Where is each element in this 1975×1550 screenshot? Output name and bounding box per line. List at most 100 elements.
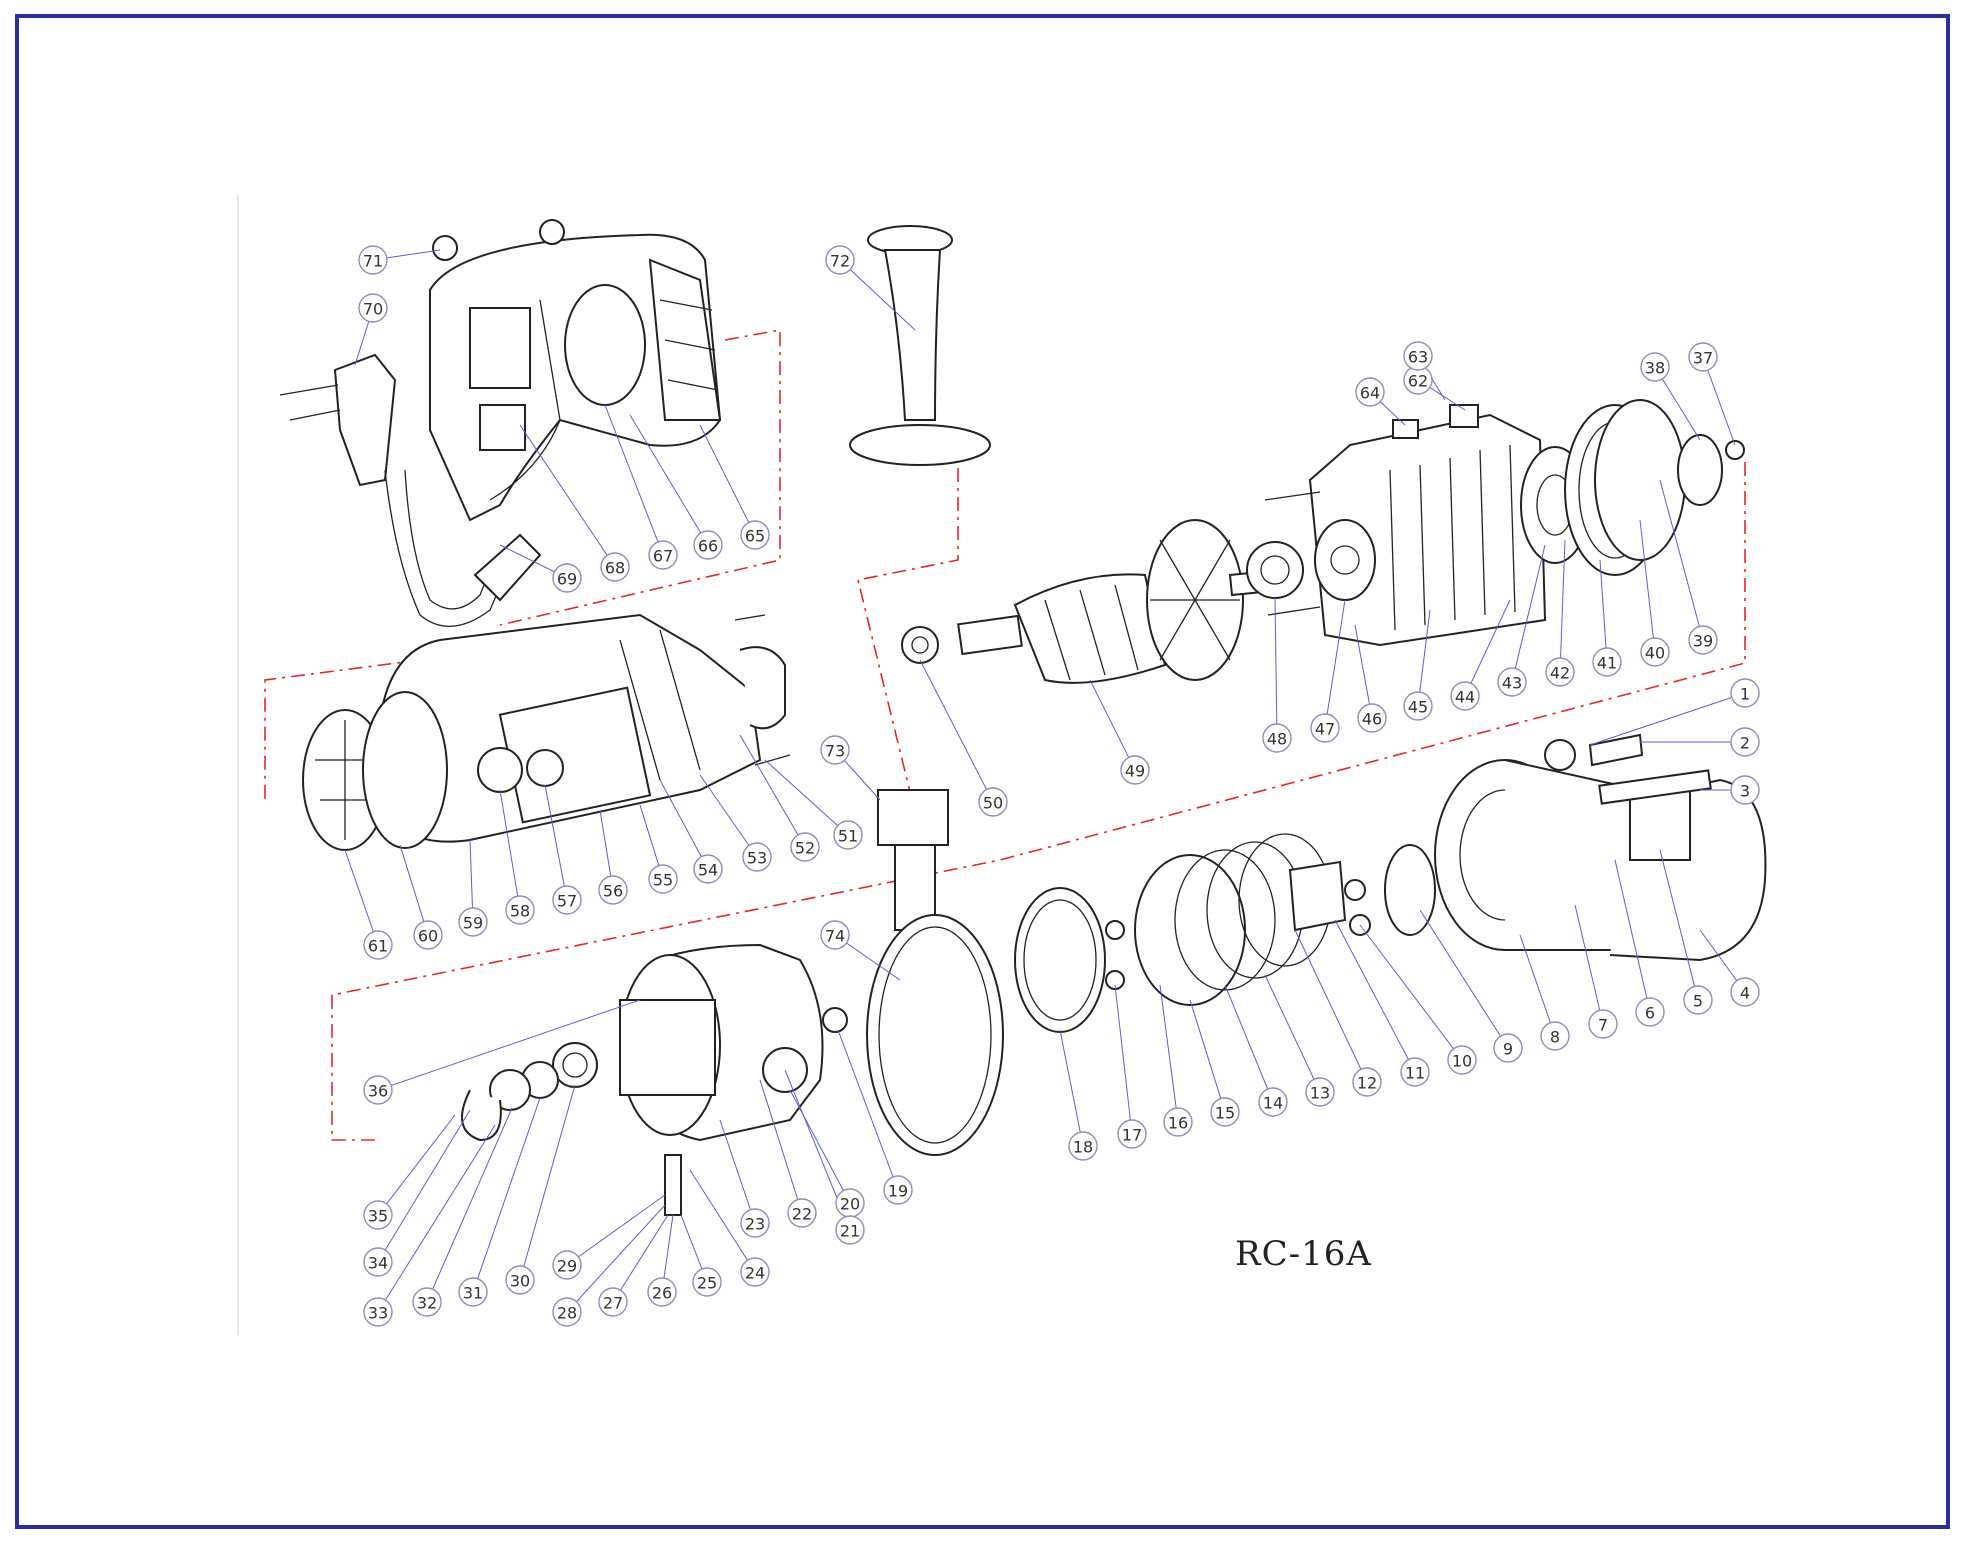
leader-line [604, 404, 664, 556]
callout-number: 39 [1693, 632, 1713, 651]
callout-ring [647, 1277, 677, 1307]
callout-number: 23 [745, 1215, 765, 1234]
callout-number: 48 [1267, 730, 1287, 749]
part-callout-5: 5 [1683, 985, 1713, 1015]
part-callout-46: 46 [1357, 703, 1387, 733]
callout-ring [505, 895, 535, 925]
part-callout-47: 47 [1310, 713, 1340, 743]
part-callout-49: 49 [1120, 755, 1150, 785]
callout-ring [598, 1287, 628, 1317]
part-callout-20: 20 [835, 1188, 865, 1218]
callout-ring [693, 530, 723, 560]
part-callout-2: 2 [1730, 727, 1760, 757]
part-callout-35: 35 [363, 1200, 393, 1230]
part-callout-7: 7 [1588, 1009, 1618, 1039]
callout-number: 13 [1310, 1084, 1330, 1103]
part-callout-43: 43 [1497, 667, 1527, 697]
callout-number: 25 [697, 1274, 717, 1293]
part-callout-24: 24 [740, 1257, 770, 1287]
callout-ring [363, 1297, 393, 1327]
leader-line [919, 659, 994, 803]
callout-ring [412, 1287, 442, 1317]
callout-ring [1540, 1021, 1570, 1051]
leader-line [377, 1124, 496, 1313]
callout-ring [552, 1250, 582, 1280]
callout-ring [1730, 678, 1760, 708]
part-callout-63: 63 [1403, 341, 1433, 371]
callout-number: 70 [363, 300, 383, 319]
callout-ring [552, 885, 582, 915]
power-cord-plug [279, 353, 542, 627]
part-callout-62: 62 [1403, 365, 1433, 395]
callout-number: 44 [1455, 688, 1475, 707]
callout-ring [1688, 342, 1718, 372]
callout-number: 35 [368, 1207, 388, 1226]
callout-ring [1592, 647, 1622, 677]
leader-line [566, 1194, 666, 1266]
part-callout-51: 51 [833, 820, 863, 850]
part-callout-39: 39 [1688, 625, 1718, 655]
part-callout-29: 29 [552, 1250, 582, 1280]
leader-line [1639, 519, 1656, 653]
part-callout-32: 32 [412, 1287, 442, 1317]
callout-ring [692, 1267, 722, 1297]
leader-line [1264, 974, 1321, 1093]
part-callout-53: 53 [742, 842, 772, 872]
part-callout-30: 30 [505, 1265, 535, 1295]
part-callout-3: 3 [1730, 775, 1760, 805]
leader-line [566, 1204, 666, 1313]
leader-line [839, 259, 916, 331]
callout-number: 59 [463, 914, 483, 933]
callout-number: 18 [1073, 1138, 1093, 1157]
callout-number: 6 [1645, 1004, 1655, 1023]
callout-number: 8 [1550, 1028, 1560, 1047]
leader-line [426, 1107, 513, 1303]
part-callout-15: 15 [1210, 1097, 1240, 1127]
leader-line [1464, 599, 1511, 697]
part-callout-52: 52 [790, 832, 820, 862]
callout-ring [835, 1215, 865, 1245]
part-callout-34: 34 [363, 1247, 393, 1277]
callout-ring [1635, 997, 1665, 1027]
callout-number: 74 [825, 927, 845, 946]
callout-number: 71 [363, 252, 383, 271]
callout-number: 31 [463, 1284, 483, 1303]
part-callout-13: 13 [1305, 1077, 1335, 1107]
leader-line [1059, 1029, 1084, 1147]
leader-line [499, 789, 521, 911]
callout-ring [413, 920, 443, 950]
callout-number: 1 [1740, 685, 1750, 704]
callout-ring [820, 920, 850, 950]
part-callout-72: 72 [825, 245, 855, 275]
callout-ring [1730, 977, 1760, 1007]
part-callout-21: 21 [835, 1215, 865, 1245]
callout-number: 45 [1408, 698, 1428, 717]
motor-housing [302, 613, 791, 851]
callout-number: 66 [698, 537, 718, 556]
part-callout-59: 59 [458, 907, 488, 937]
clutch-assembly [1014, 833, 1436, 1033]
callout-ring [1730, 727, 1760, 757]
part-callout-23: 23 [740, 1208, 770, 1238]
callout-number: 55 [653, 871, 673, 890]
callout-number: 9 [1503, 1040, 1513, 1059]
callout-number: 33 [368, 1304, 388, 1323]
callout-number: 52 [795, 839, 815, 858]
leader-line [612, 1214, 669, 1303]
leader-line [1359, 924, 1463, 1061]
part-callout-71: 71 [358, 245, 388, 275]
leader-line [377, 1114, 456, 1216]
callout-ring [1355, 377, 1385, 407]
callout-number: 57 [557, 892, 577, 911]
part-callout-61: 61 [363, 930, 393, 960]
part-callout-45: 45 [1403, 691, 1433, 721]
leader-line [1574, 904, 1604, 1025]
callout-ring [978, 787, 1008, 817]
leader-line [1159, 984, 1179, 1123]
callout-number: 32 [417, 1294, 437, 1313]
callout-number: 46 [1362, 710, 1382, 729]
leader-line [1519, 934, 1556, 1037]
callout-ring [1730, 775, 1760, 805]
leader-line [1224, 984, 1274, 1103]
callout-ring [1545, 657, 1575, 687]
